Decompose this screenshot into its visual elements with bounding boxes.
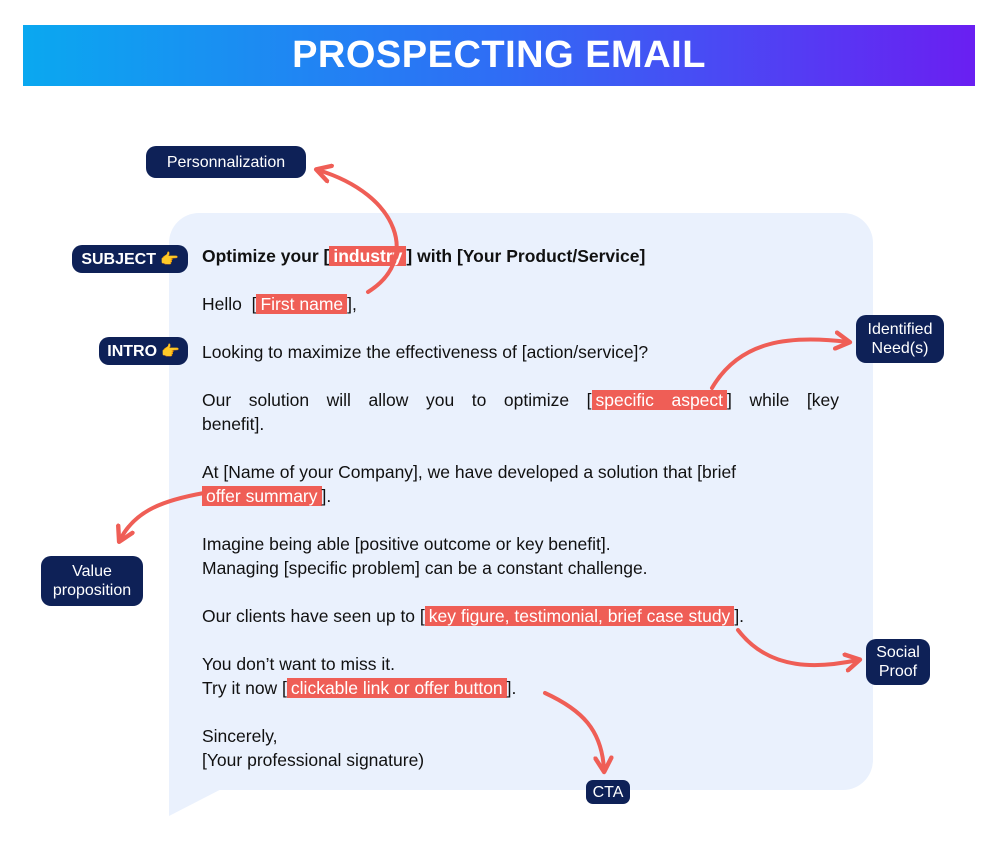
email-managing-line: Managing [specific problem] can be a con… xyxy=(202,558,648,578)
tag-social-proof: Social Proof xyxy=(866,639,930,685)
email-solution-line: Our solution will allow you to optimize … xyxy=(202,390,840,410)
highlight-offer-summary: offer summary xyxy=(202,486,322,506)
page-title: PROSPECTING EMAIL xyxy=(292,34,706,76)
arrow-value-proposition xyxy=(120,491,206,540)
highlight-cta-link: clickable link or offer button xyxy=(286,678,507,698)
pointing-hand-icon: 👉 xyxy=(160,250,179,268)
highlight-industry: industry xyxy=(329,246,407,266)
highlight-social-proof: key figure, testimonial, brief case stud… xyxy=(424,606,735,626)
tag-cta: CTA xyxy=(586,780,630,804)
email-clients-line: Our clients have seen up to [key figure,… xyxy=(202,606,745,626)
email-imagine-line: Imagine being able [positive outcome or … xyxy=(202,534,611,554)
email-sincerely-line: Sincerely, xyxy=(202,726,278,746)
email-intro-line: Looking to maximize the effectiveness of… xyxy=(202,342,649,362)
email-signature-line: [Your professional signature) xyxy=(202,750,425,770)
email-miss-line: You don’t want to miss it. xyxy=(202,654,395,674)
email-greeting-line: Hello [First name], xyxy=(202,294,357,314)
tag-intro: INTRO👉 xyxy=(99,337,188,365)
email-subject-line: Optimize your [industry] with [Your Prod… xyxy=(202,246,646,266)
tag-subject: SUBJECT👉 xyxy=(72,245,188,273)
email-try-line: Try it now [clickable link or offer butt… xyxy=(202,678,517,698)
email-company-line-2: offer summary]. xyxy=(202,484,839,508)
arrow-cta xyxy=(543,691,604,770)
tag-personalization: Personnalization xyxy=(146,146,306,178)
highlight-specific-aspect: specific aspect xyxy=(591,390,728,410)
arrow-personalization xyxy=(318,170,399,294)
email-company-line: At [Name of your Company], we have devel… xyxy=(202,462,737,482)
tag-identified-needs: Identified Need(s) xyxy=(856,315,944,363)
email-solution-line-2: benefit]. xyxy=(202,414,265,434)
tag-value-proposition: Value proposition xyxy=(41,556,143,606)
title-banner: PROSPECTING EMAIL xyxy=(23,25,975,86)
arrow-social-proof xyxy=(736,628,858,665)
highlight-first-name: First name xyxy=(256,294,348,314)
pointing-hand-icon: 👉 xyxy=(161,342,180,360)
arrow-identified-need xyxy=(710,339,848,390)
